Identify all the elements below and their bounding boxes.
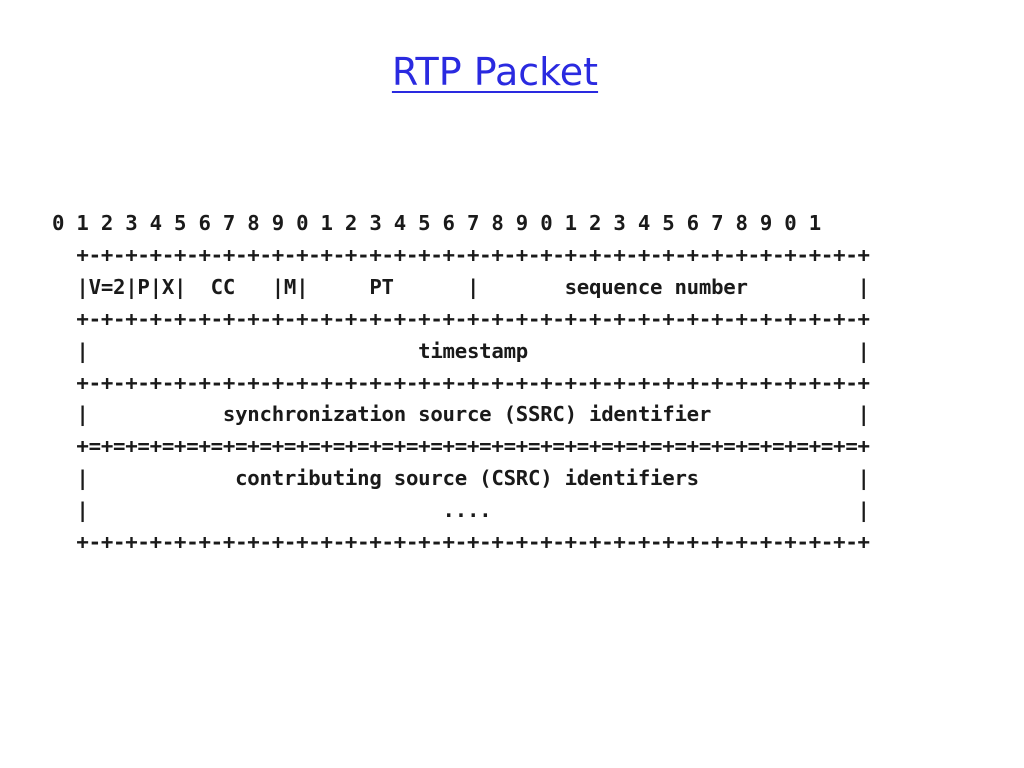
header-end-separator: +=+=+=+=+=+=+=+=+=+=+=+=+=+=+=+=+=+=+=+=… <box>52 434 870 459</box>
rtp-header-diagram: 0 1 2 3 4 5 6 7 8 9 0 1 2 3 4 5 6 7 8 9 … <box>52 208 870 559</box>
csrc-more-row: | .... | <box>52 498 870 523</box>
csrc-row: | contributing source (CSRC) identifiers… <box>52 466 870 491</box>
slide-title: RTP Packet <box>391 50 599 94</box>
fields-row: |V=2|P|X| CC |M| PT | sequence number | <box>52 274 870 299</box>
bit-ruler: 0 1 2 3 4 5 6 7 8 9 0 1 2 3 4 5 6 7 8 9 … <box>52 211 821 235</box>
row-separator: +-+-+-+-+-+-+-+-+-+-+-+-+-+-+-+-+-+-+-+-… <box>52 530 870 555</box>
row-separator: +-+-+-+-+-+-+-+-+-+-+-+-+-+-+-+-+-+-+-+-… <box>52 370 870 395</box>
row-separator: +-+-+-+-+-+-+-+-+-+-+-+-+-+-+-+-+-+-+-+-… <box>52 242 870 267</box>
timestamp-row: | timestamp | <box>52 338 870 363</box>
row-separator: +-+-+-+-+-+-+-+-+-+-+-+-+-+-+-+-+-+-+-+-… <box>52 306 870 331</box>
ssrc-row: | synchronization source (SSRC) identifi… <box>52 402 870 427</box>
